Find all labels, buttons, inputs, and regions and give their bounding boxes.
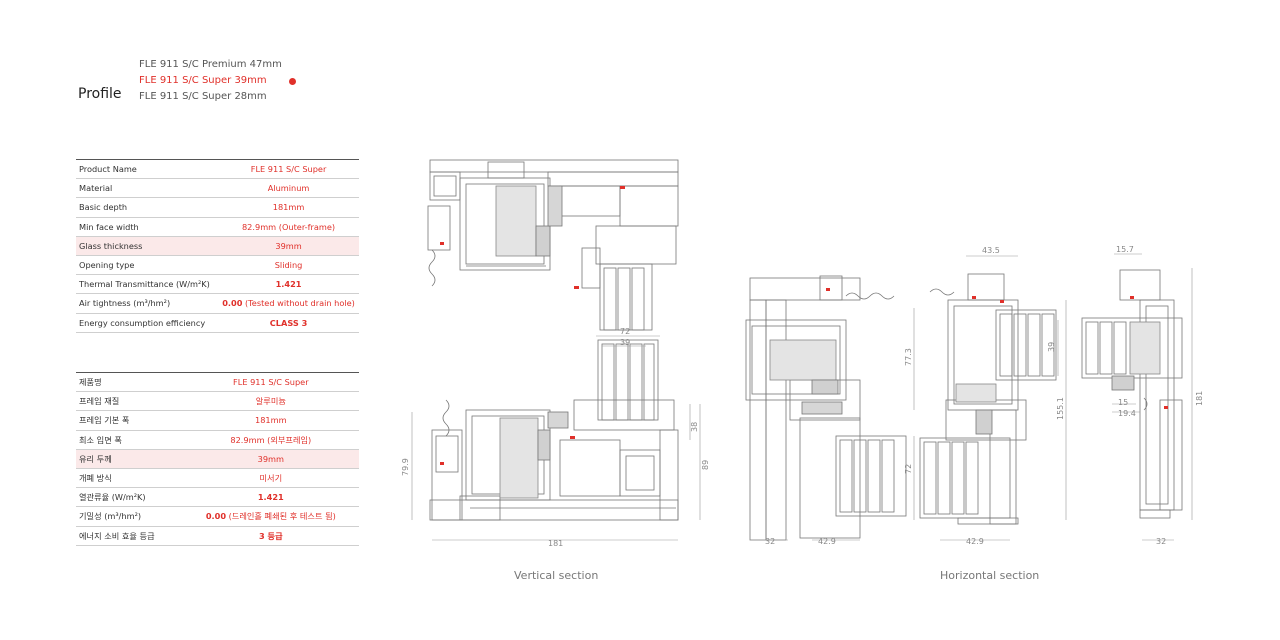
gasket xyxy=(801,401,843,415)
dim-39: 39 xyxy=(620,338,630,347)
gasket xyxy=(547,185,563,227)
dimension-labels: 72 39 38 89 79.9 181 43.5 77.3 39 155.1 … xyxy=(401,245,1204,548)
horizontal-outer-profile xyxy=(1081,269,1183,519)
dim-72: 72 xyxy=(904,464,913,474)
caption-vertical-section: Vertical section xyxy=(514,569,599,582)
dim-72: 72 xyxy=(620,327,630,336)
dim-42-9: 42.9 xyxy=(966,537,984,546)
dim-19-4: 19.4 xyxy=(1118,409,1136,418)
dim-181: 181 xyxy=(1195,391,1204,406)
dim-43-5: 43.5 xyxy=(982,246,1000,255)
vertical-sill-profile xyxy=(429,339,679,521)
variant-super-28[interactable]: FLE 911 S/C Super 28mm xyxy=(139,91,267,102)
vertical-head-insulation xyxy=(495,185,537,257)
dim-39: 39 xyxy=(1047,342,1056,352)
variant-list: FLE 911 S/C Premium 47mm FLE 911 S/C Sup… xyxy=(139,57,282,105)
spec-row: Thermal Transmittance (W/m²K)1.421 xyxy=(76,274,359,295)
gasket xyxy=(537,429,551,461)
spec-row: Air tightness (m³/hm²)0.00 (Tested witho… xyxy=(76,293,359,314)
dim-15-7: 15.7 xyxy=(1116,245,1134,254)
dim-79-9: 79.9 xyxy=(401,458,410,476)
dim-181: 181 xyxy=(548,539,563,548)
variant-premium-47[interactable]: FLE 911 S/C Premium 47mm xyxy=(139,59,282,70)
gasket xyxy=(1111,375,1135,391)
dim-89: 89 xyxy=(701,460,710,470)
interlock-insulation xyxy=(769,339,837,381)
dim-38: 38 xyxy=(690,422,699,432)
caption-horizontal-section: Horizontal section xyxy=(940,569,1040,582)
dim-155-1: 155.1 xyxy=(1056,397,1065,420)
dim-32: 32 xyxy=(765,537,775,546)
dim-32: 32 xyxy=(1156,537,1166,546)
vertical-head-profile xyxy=(427,159,679,331)
dimension-lines xyxy=(411,253,1193,541)
gasket xyxy=(811,379,839,395)
seal-marks xyxy=(440,186,1168,465)
gasket xyxy=(547,411,569,429)
spec-row: 기밀성 (m³/hm²)0.00 (드레인홀 폐쇄된 후 테스트 됨) xyxy=(76,506,359,527)
gasket xyxy=(535,225,551,257)
vertical-sill-insulation xyxy=(499,417,539,499)
dim-15: 15 xyxy=(1118,398,1128,407)
spec-row: 열관류율 (W/m²K)1.421 xyxy=(76,487,359,508)
outer-insulation xyxy=(1129,321,1161,375)
variant-super-39[interactable]: FLE 911 S/C Super 39mm xyxy=(139,75,267,86)
jamb-insulation xyxy=(955,383,997,403)
dim-42-9: 42.9 xyxy=(818,537,836,546)
dim-77-3: 77.3 xyxy=(904,348,913,366)
page-title: Profile xyxy=(78,86,122,102)
active-variant-dot-icon xyxy=(289,78,296,85)
gasket xyxy=(975,409,993,435)
